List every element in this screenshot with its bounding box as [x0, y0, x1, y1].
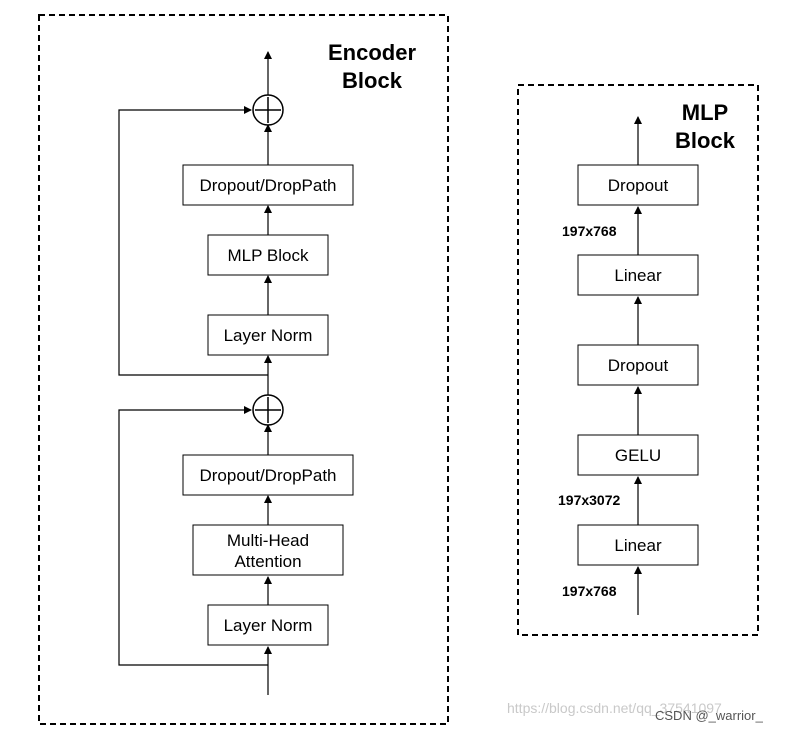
encoder-dropout-bottom-box: Dropout/DropPath: [182, 454, 354, 496]
mlp-dropout-top-label: Dropout: [608, 176, 669, 195]
mlp-block-frame: [517, 84, 759, 636]
residual-connection-bottom: [118, 406, 268, 666]
encoder-attention-box: Multi-Head Attention: [192, 524, 344, 576]
watermark-author: CSDN @_warrior_: [655, 708, 764, 723]
mlp-dim-bottom-label: 197x768: [562, 583, 617, 599]
encoder-dropout-top-box: Dropout/DropPath: [182, 164, 354, 206]
mlp-title-line1: MLP: [682, 100, 728, 125]
encoder-attention-label-line1: Multi-Head: [227, 531, 309, 550]
mlp-dim-top-label: 197x768: [562, 223, 617, 239]
encoder-mlp-block-box: MLP Block: [207, 234, 329, 276]
encoder-title-line2: Block: [342, 68, 403, 93]
mlp-linear-bottom-label: Linear: [614, 536, 662, 555]
encoder-layer-norm-bottom-box: Layer Norm: [207, 604, 329, 646]
residual-connection-top: [118, 106, 268, 376]
encoder-attention-label-line2: Attention: [234, 552, 301, 571]
mlp-linear-bottom-box: Linear: [577, 524, 699, 566]
mlp-gelu-label: GELU: [615, 446, 661, 465]
mlp-linear-top-label: Linear: [614, 266, 662, 285]
encoder-layer-norm-top-box: Layer Norm: [207, 314, 329, 356]
encoder-dropout-bottom-label: Dropout/DropPath: [199, 466, 336, 485]
add-node-bottom: [252, 394, 284, 426]
mlp-gelu-box: GELU: [577, 434, 699, 476]
mlp-dropout-top-box: Dropout: [577, 164, 699, 206]
mlp-dropout-mid-box: Dropout: [577, 344, 699, 386]
encoder-title-line1: Encoder: [328, 40, 416, 65]
encoder-mlp-block-label: MLP Block: [228, 246, 309, 265]
add-node-top: [252, 94, 284, 126]
mlp-dropout-mid-label: Dropout: [608, 356, 669, 375]
encoder-layer-norm-top-label: Layer Norm: [224, 326, 313, 345]
encoder-layer-norm-bottom-label: Layer Norm: [224, 616, 313, 635]
encoder-block-frame: [38, 14, 449, 725]
watermark-url: https://blog.csdn.net/qq_37541097: [507, 700, 722, 716]
mlp-title-line2: Block: [675, 128, 736, 153]
mlp-linear-top-box: Linear: [577, 254, 699, 296]
mlp-dim-mid-label: 197x3072: [558, 492, 621, 508]
encoder-dropout-top-label: Dropout/DropPath: [199, 176, 336, 195]
